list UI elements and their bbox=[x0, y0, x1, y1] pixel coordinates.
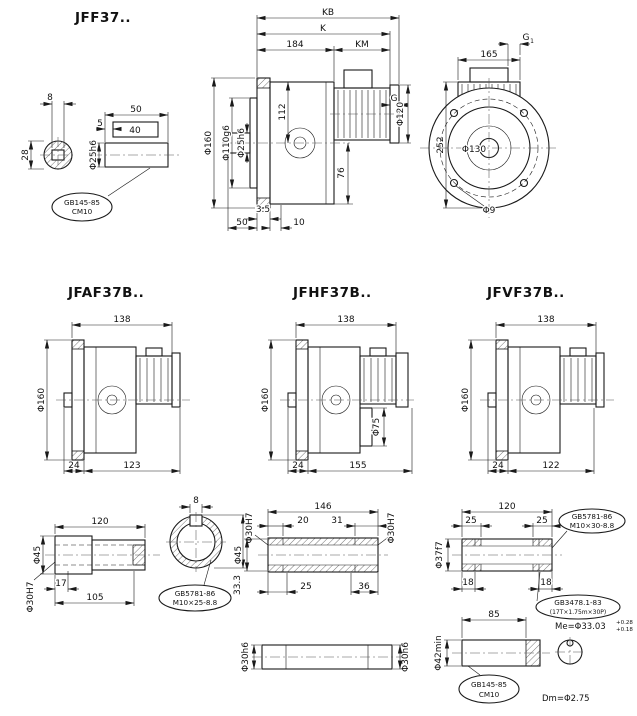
dim-shaft-len: 50 bbox=[130, 105, 142, 115]
dim-key-width: 8 bbox=[47, 93, 53, 103]
dim-hk-105: 105 bbox=[86, 593, 103, 603]
center-hole-balloon-spline: GB145-85 CM10 bbox=[458, 665, 520, 704]
bolt-balloon: GB5781-86 M10×25-8.8 bbox=[158, 559, 232, 612]
spline-measure-tol-lower: +0.18 bbox=[616, 627, 633, 633]
dim-sp-length: 120 bbox=[498, 502, 515, 512]
balloon-std: GB145-85 bbox=[64, 198, 100, 207]
balloon-sp-bolt-size: M10×30-8.8 bbox=[570, 521, 615, 530]
balloon-sp-center-size: CM10 bbox=[479, 690, 500, 699]
dim-key-len: 40 bbox=[129, 126, 141, 136]
measuring-pin-detail: Dm=Φ2.75 bbox=[542, 637, 590, 704]
side-view-flange: 165 G 1 252 Φ130 Φ9 bbox=[420, 33, 558, 218]
dim-hk-length: 120 bbox=[91, 517, 108, 527]
dim-g: G bbox=[391, 94, 398, 104]
dim-hs-length: 146 bbox=[314, 502, 331, 512]
balloon-sp-bolt-std: GB5781-86 bbox=[572, 512, 613, 521]
dim-km: KM bbox=[355, 40, 369, 50]
dim-hole-dia: Φ9 bbox=[483, 206, 496, 216]
dim-g1-sub: 1 bbox=[530, 38, 534, 45]
balloon-sp-center-std: GB145-85 bbox=[471, 680, 507, 689]
dim-hs-25: 25 bbox=[300, 582, 311, 592]
dim-k: K bbox=[320, 24, 327, 34]
dim-bolt-circle: Φ130 bbox=[462, 145, 487, 155]
dim-hs-20: 20 bbox=[297, 516, 309, 526]
dim-hf-width: 138 bbox=[337, 315, 354, 325]
variant-jfvf37b: 138 Φ160 24 122 bbox=[461, 315, 614, 474]
dim-sp-shaft-dia: Φ42min bbox=[434, 635, 444, 671]
dim-hf-length: 155 bbox=[349, 461, 366, 471]
dim-motor-dia: Φ120 bbox=[396, 102, 406, 127]
dim-af-24: 24 bbox=[68, 461, 80, 471]
bolt-balloon-spline: GB5781-86 M10×30-8.8 bbox=[551, 508, 626, 549]
dim-sp-18a: 18 bbox=[462, 578, 474, 588]
dim-output-shaft-dia: Φ25h6 bbox=[237, 128, 247, 158]
dim-sp-spline-dia: Φ37f7 bbox=[435, 541, 445, 568]
dim-hf-cover-dia: Φ75 bbox=[372, 418, 382, 437]
dim-76: 76 bbox=[337, 167, 347, 179]
title-jff37: JFF37.. bbox=[74, 10, 131, 26]
dim-hs-outer-dia: Φ45 bbox=[234, 546, 244, 565]
spline-measure-value: Me=Φ33.03 bbox=[555, 622, 606, 632]
dim-hk-outer-dia: Φ45 bbox=[33, 546, 43, 565]
pin-diameter-value: Dm=Φ2.75 bbox=[542, 694, 590, 704]
dim-252: 252 bbox=[436, 136, 446, 153]
dim-3-5: 3.5 bbox=[256, 205, 270, 215]
dim-hs-31: 31 bbox=[331, 516, 342, 526]
balloon-bolt-std: GB5781-86 bbox=[175, 589, 216, 598]
balloon-bolt-size: M10×25-8.8 bbox=[173, 598, 218, 607]
dim-50: 50 bbox=[236, 218, 248, 228]
dim-sp-25b: 25 bbox=[536, 516, 547, 526]
dim-165: 165 bbox=[480, 50, 497, 60]
dim-flange-dia: Φ160 bbox=[204, 131, 214, 156]
dim-hs-bore-right: Φ30H7 bbox=[387, 512, 397, 543]
dim-vf-24: 24 bbox=[492, 461, 504, 471]
spline-standard-balloon: GB3478.1-83 (17T×1.75m×30P) bbox=[535, 571, 621, 620]
dim-g1: G bbox=[523, 33, 530, 43]
dim-112: 112 bbox=[278, 103, 288, 120]
dim-hs-shaft-right: Φ30h6 bbox=[401, 642, 411, 672]
dim-af-width: 138 bbox=[113, 315, 130, 325]
dim-hk-17: 17 bbox=[55, 579, 66, 589]
balloon-spline-spec: (17T×1.75m×30P) bbox=[550, 609, 607, 616]
balloon-size: CM10 bbox=[72, 207, 93, 216]
dim-184: 184 bbox=[286, 40, 303, 50]
dim-vf-flange-dia: Φ160 bbox=[461, 388, 471, 413]
dim-vf-length: 122 bbox=[542, 461, 559, 471]
center-hole-balloon: GB145-85 CM10 bbox=[51, 167, 151, 222]
dim-sp-25a: 25 bbox=[465, 516, 476, 526]
balloon-spline-std: GB3478.1-83 bbox=[554, 598, 601, 607]
bore-section-detail: 8 33.3 bbox=[166, 496, 246, 595]
dim-key-height: 28 bbox=[21, 149, 31, 161]
splined-hollow-shaft: 120 25 25 Φ37f7 GB5781-86 M10×30-8.8 18 … bbox=[433, 502, 634, 704]
dim-shaft-dia: Φ25h6 bbox=[89, 140, 99, 170]
dim-sp-18b: 18 bbox=[540, 578, 552, 588]
variant-jfhf37b: 138 Φ160 Φ75 24 155 bbox=[261, 315, 414, 474]
dim-hs-36: 36 bbox=[358, 582, 370, 592]
dim-sp-85: 85 bbox=[488, 610, 499, 620]
title-jfaf37b: JFAF37B.. bbox=[67, 285, 144, 301]
hollow-shaft-keyed: 120 Φ45 17 105 Φ30H7 8 33.3 bbox=[26, 496, 246, 613]
dim-hs-bore-left: Φ30H7 bbox=[245, 512, 255, 543]
dim-key-offset: 5 bbox=[97, 119, 103, 129]
dim-hk-bore-dia: Φ30H7 bbox=[26, 581, 36, 612]
dim-af-length: 123 bbox=[123, 461, 140, 471]
dim-hf-24: 24 bbox=[292, 461, 304, 471]
dim-10: 10 bbox=[293, 218, 305, 228]
title-jfhf37b: JFHF37B.. bbox=[292, 285, 372, 301]
dim-spigot-dia: Φ110g6 bbox=[222, 125, 232, 161]
solid-shaft-detail: 8 28 50 5 40 Φ25h6 GB145-85 CM10 bbox=[21, 93, 180, 222]
hollow-shaft-section: 146 20 31 Φ30H7 Φ30H7 Φ45 25 36 Φ30h6 bbox=[233, 502, 411, 672]
variant-jfaf37b: 138 Φ160 24 123 bbox=[37, 315, 190, 474]
front-view-jff37: KB K 184 KM G Φ120 112 76 Φ160 Φ110g6 Φ2… bbox=[203, 8, 411, 231]
dim-af-flange-dia: Φ160 bbox=[37, 388, 47, 413]
spline-measure-tol-upper: +0.28 bbox=[616, 620, 633, 626]
dim-hk-keyway-depth: 33.3 bbox=[233, 575, 243, 595]
dim-hk-key-width: 8 bbox=[193, 496, 199, 506]
dim-kb: KB bbox=[322, 8, 334, 18]
dim-hf-flange-dia: Φ160 bbox=[261, 388, 271, 413]
dim-vf-width: 138 bbox=[537, 315, 554, 325]
title-jfvf37b: JFVF37B.. bbox=[486, 285, 565, 301]
dim-hs-shaft-left: Φ30h6 bbox=[241, 642, 251, 672]
